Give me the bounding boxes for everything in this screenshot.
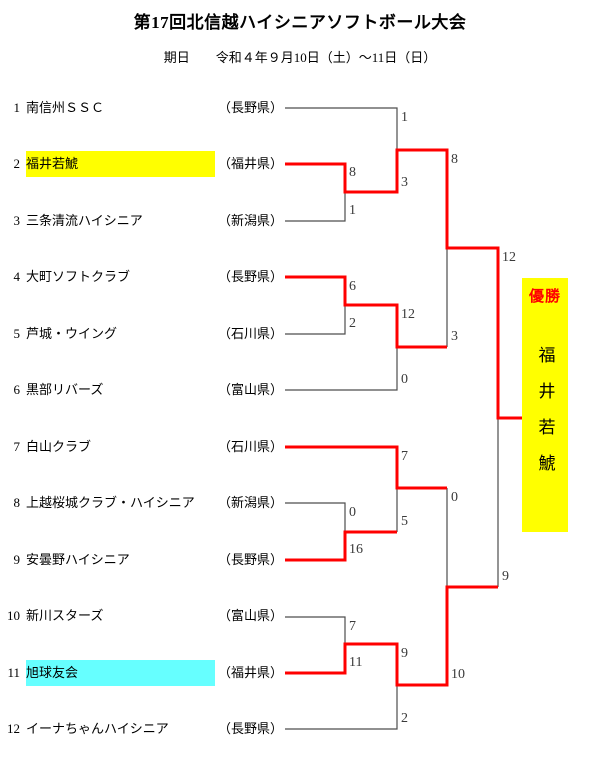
champion-name: 福井若鯱 xyxy=(535,346,555,490)
team-name: 安曇野ハイシニア xyxy=(26,552,130,567)
team-prefecture: （新潟県） xyxy=(218,213,284,228)
score-label: 7 xyxy=(349,619,356,634)
team-prefecture: （石川県） xyxy=(218,326,284,341)
champion-box: 優勝 福井若鯱 xyxy=(522,278,568,532)
team-prefecture: （長野県） xyxy=(218,721,284,736)
winner-lines xyxy=(285,148,522,687)
score-label: 5 xyxy=(401,514,408,529)
score-label: 1 xyxy=(401,110,408,125)
team-prefecture: （福井県） xyxy=(218,665,284,680)
team-seed: 10 xyxy=(7,608,20,623)
score-label: 1 xyxy=(349,203,356,218)
team-prefecture: （長野県） xyxy=(218,552,284,567)
team-name: 上越桜城クラブ・ハイシニア xyxy=(26,495,195,510)
score-label: 16 xyxy=(349,542,363,557)
team-seed: 6 xyxy=(13,382,21,397)
score-label: 10 xyxy=(451,667,465,682)
team-prefecture: （長野県） xyxy=(218,100,284,115)
team-name: 南信州ＳＳＣ xyxy=(26,100,105,115)
team-prefecture: （富山県） xyxy=(218,608,284,623)
team-name: 芦城・ウイング xyxy=(26,326,118,341)
score-label: 2 xyxy=(401,711,408,726)
team-name: 大町ソフトクラブ xyxy=(26,269,131,284)
team-name-highlighted: 旭球友会 xyxy=(26,660,215,686)
score-label: 0 xyxy=(451,490,458,505)
team-prefecture: （富山県） xyxy=(218,382,284,397)
score-label: 3 xyxy=(451,329,458,344)
score-label: 9 xyxy=(401,646,408,661)
score-label: 9 xyxy=(502,569,509,584)
team-prefecture: （福井県） xyxy=(218,156,284,171)
team-name: 新川スターズ xyxy=(26,608,104,623)
score-label: 7 xyxy=(401,449,408,464)
team-seed: 8 xyxy=(13,495,21,510)
team-name: 三条清流ハイシニア xyxy=(26,213,143,228)
date-value: 令和４年９月10日（土）～11日（日） xyxy=(215,50,437,65)
team-name: イーナちゃんハイシニア xyxy=(26,721,169,736)
team-seed: 7 xyxy=(13,439,21,454)
date-label: 期日 xyxy=(163,50,190,65)
score-label: 6 xyxy=(349,279,356,294)
team-seed: 2 xyxy=(13,156,21,171)
team-seed: 4 xyxy=(13,269,21,284)
team-prefecture: （石川県） xyxy=(218,439,284,454)
score-label: 12 xyxy=(401,307,415,322)
team-prefecture: （新潟県） xyxy=(218,495,284,510)
team-name-highlighted: 福井若鯱 xyxy=(26,151,215,177)
event-date-line: 期日 令和４年９月10日（土）～11日（日） xyxy=(0,47,600,66)
team-seed: 9 xyxy=(13,552,21,567)
team-seed: 3 xyxy=(13,213,21,228)
loser-lines xyxy=(285,107,499,730)
team-seed: 5 xyxy=(13,326,21,341)
team-prefecture: （長野県） xyxy=(218,269,284,284)
score-label: 12 xyxy=(502,250,516,265)
team-name: 黒部リバーズ xyxy=(26,382,104,397)
score-label: 0 xyxy=(349,505,356,520)
score-label: 0 xyxy=(401,372,408,387)
score-label: 3 xyxy=(401,175,408,190)
score-label: 2 xyxy=(349,316,356,331)
score-label: 11 xyxy=(349,655,363,670)
champion-label: 優勝 xyxy=(528,289,561,305)
page-title: 第17回北信越ハイシニアソフトボール大会 xyxy=(133,13,467,32)
score-label: 8 xyxy=(349,165,356,180)
team-name: 白山クラブ xyxy=(26,439,92,454)
team-seed: 12 xyxy=(7,721,20,736)
score-label: 8 xyxy=(451,152,458,167)
team-seed: 11 xyxy=(7,665,20,680)
team-seed: 1 xyxy=(13,100,21,115)
